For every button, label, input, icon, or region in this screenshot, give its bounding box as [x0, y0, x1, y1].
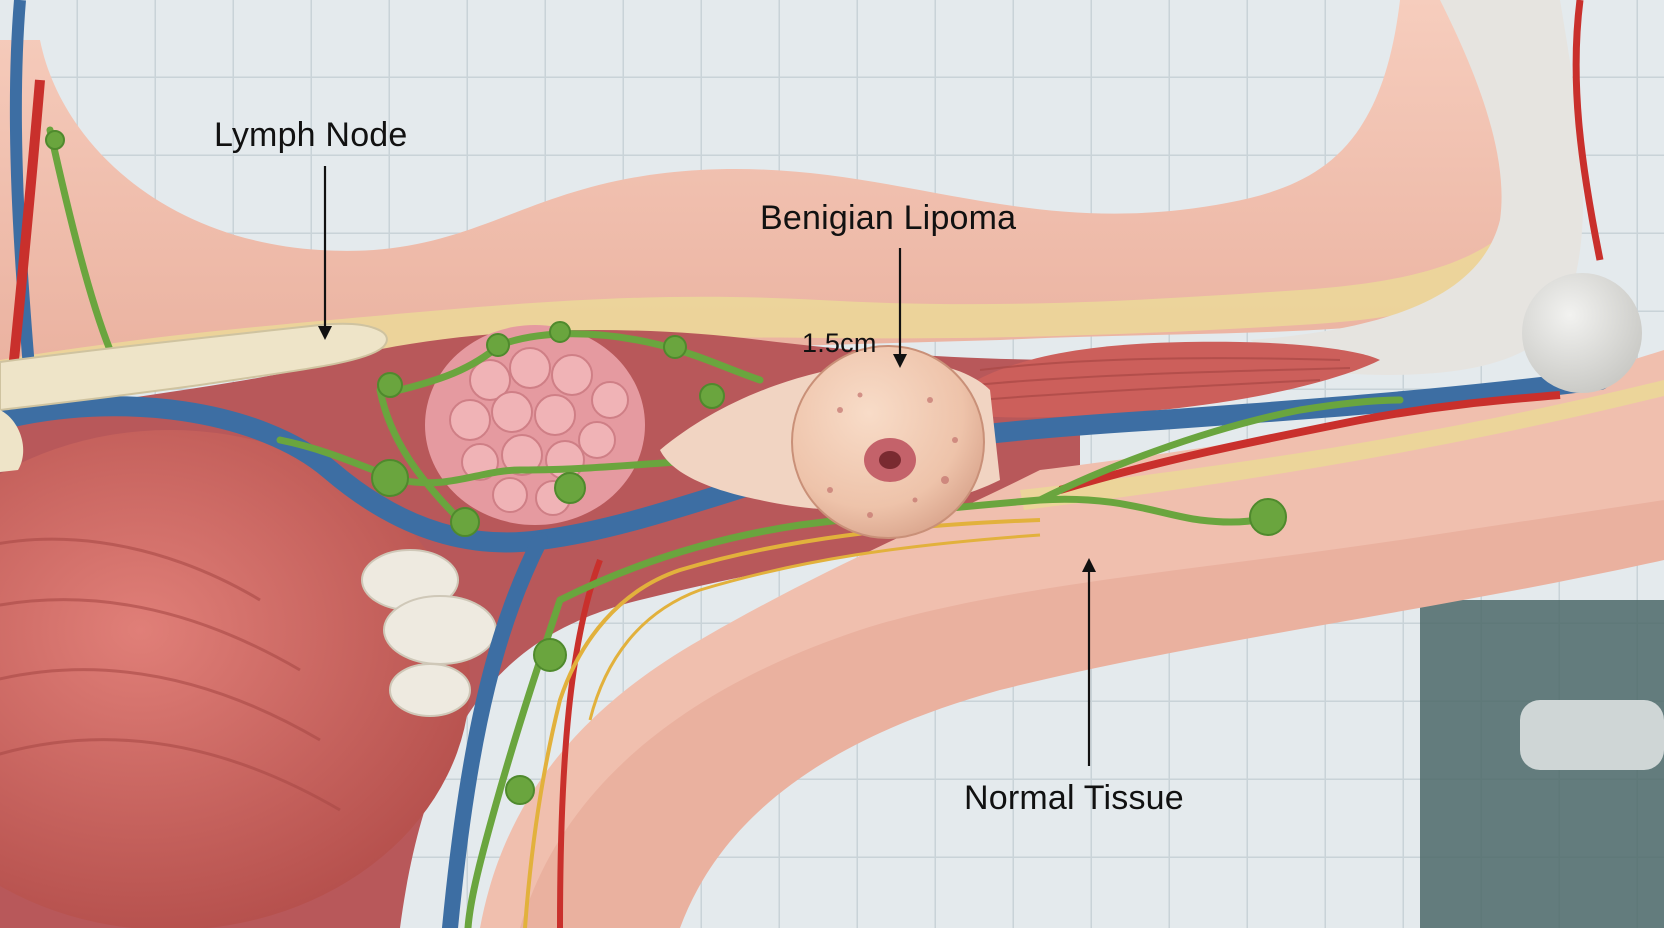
lipoma-label: Benigian Lipoma: [760, 199, 1017, 237]
vein-branch: [442, 532, 548, 928]
lipoma-speckles: [827, 392, 958, 518]
normal-tissue-fat-line: [1020, 380, 1664, 510]
left-muscle: [0, 430, 470, 928]
right-muscle: [960, 341, 1380, 418]
fat-lobules: [361, 549, 497, 717]
lipoma-arrowhead: [893, 354, 907, 368]
lipoma-size-label: 1.5cm: [802, 328, 877, 358]
right-muscle-striations: [974, 357, 1351, 401]
lymph-node-shape: [0, 322, 388, 412]
lymph-node-lower: [0, 410, 24, 472]
vein-left-vertical: [9, 0, 36, 381]
fat-layer-upper: [0, 220, 1530, 392]
lymph-vessel-nodules: [45, 130, 1287, 805]
lymph-vessels: [46, 126, 1404, 928]
background-cabinet-handle: [1520, 700, 1664, 770]
right-tendon: [1250, 0, 1584, 375]
skin-upper-band: [0, 0, 1560, 380]
artery-lower: [557, 558, 603, 928]
lower-skin-edge: [520, 500, 1664, 928]
left-muscle-striations: [0, 537, 341, 812]
artery: [1058, 391, 1561, 494]
lipoma-center-core: [879, 451, 901, 469]
normal-tissue-arrowhead: [1082, 558, 1096, 572]
nerve-secondary: [588, 533, 1041, 721]
normal-tissue-label: Normal Tissue: [964, 779, 1184, 817]
artery-left: [7, 79, 45, 381]
lymph-node-arrowhead: [318, 326, 332, 340]
artery-vertical: [1572, 0, 1604, 261]
right-round-node: [1522, 273, 1642, 393]
annotation-arrows: [318, 166, 1096, 766]
lymph-node-label: Lymph Node: [214, 116, 408, 154]
